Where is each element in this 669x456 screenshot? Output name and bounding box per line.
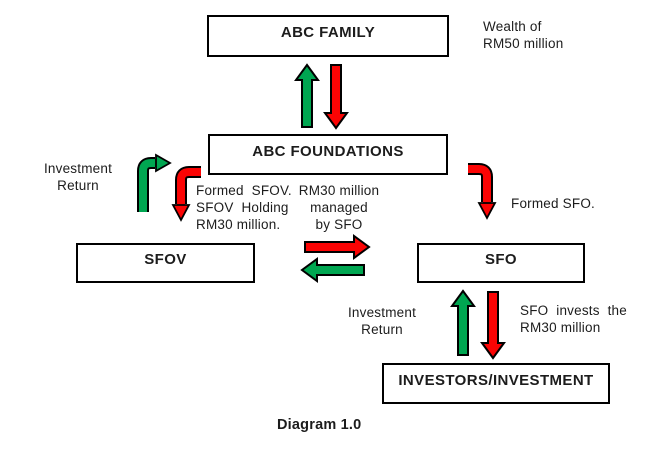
box-investors-investment: INVESTORS/INVESTMENT xyxy=(382,363,610,404)
green-elbow-arrow-investment-return-left xyxy=(137,153,172,212)
label-sfo-invests: SFO invests the RM30 million xyxy=(520,303,627,335)
box-sfo-label: SFO xyxy=(484,251,518,268)
box-sfov-label: SFOV xyxy=(144,251,187,268)
red-right-arrow-sfov-sfo xyxy=(304,234,371,260)
diagram-caption: Diagram 1.0 xyxy=(277,417,362,433)
red-elbow-arrow-foundations-to-sfo xyxy=(468,163,497,220)
label-formed-sfov: Formed SFOV. SFOV Holding RM30 million. xyxy=(196,183,292,232)
green-up-arrow-family-foundations xyxy=(294,63,320,128)
box-abc-foundations: ABC FOUNDATIONS xyxy=(208,134,448,175)
label-rm30-managed-by-sfo: RM30 million managed by SFO xyxy=(298,183,380,232)
box-abc-family: ABC FAMILY xyxy=(207,15,449,57)
box-sfov: SFOV xyxy=(76,243,255,283)
label-wealth: Wealth of RM50 million xyxy=(483,19,564,51)
green-up-arrow-investors-sfo xyxy=(450,289,476,356)
red-down-arrow-family-foundations xyxy=(323,64,349,130)
label-investment-return-bottom: Investment Return xyxy=(347,305,417,337)
green-left-arrow-sfo-sfov xyxy=(300,257,365,283)
label-investment-return-left: Investment Return xyxy=(43,161,113,193)
red-elbow-arrow-foundations-to-sfov xyxy=(171,166,201,222)
box-sfo: SFO xyxy=(417,243,585,283)
red-down-arrow-sfo-investors xyxy=(480,291,506,360)
label-formed-sfo: Formed SFO. xyxy=(511,196,595,211)
box-abc-family-label: ABC FAMILY xyxy=(280,24,376,41)
box-abc-foundations-label: ABC FOUNDATIONS xyxy=(252,142,404,160)
box-investors-investment-label: INVESTORS/INVESTMENT xyxy=(398,371,594,389)
